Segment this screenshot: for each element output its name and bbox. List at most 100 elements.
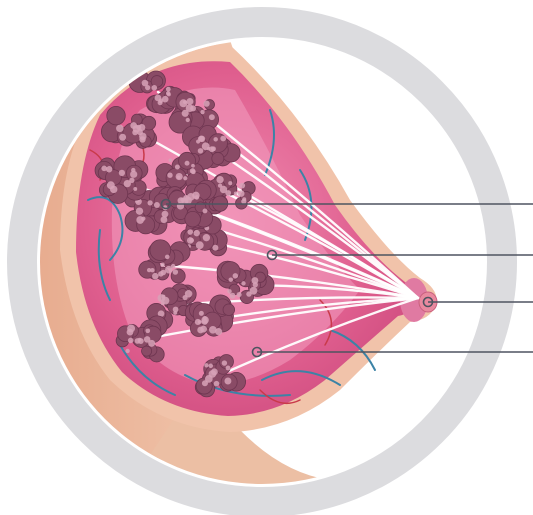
lobule-highlight [183,176,187,180]
lobule-highlight [200,110,204,114]
lobule-highlight [139,136,145,142]
lobule-highlight [142,80,149,87]
lobule-highlight [167,173,172,178]
lobule-bubble [185,211,201,227]
lobule-highlight [145,328,150,333]
lobule-highlight [225,190,231,196]
lobule-highlight [144,336,151,343]
lobule-highlight [165,255,170,260]
lobule-highlight [226,366,231,371]
lobule-bubble [142,346,152,356]
lobule-highlight [229,293,235,299]
lobule-highlight [165,266,173,274]
lobule-highlight [154,202,160,208]
lobule-highlight [128,338,134,344]
lobule-highlight [175,165,180,170]
lobule-highlight [136,216,144,224]
lobule-highlight [110,186,117,193]
lobule-highlight [216,176,223,183]
lobule-highlight [194,230,200,236]
lobule-highlight [203,100,209,106]
lobule-highlight [203,234,210,241]
lobule-highlight [201,316,208,323]
lobule-highlight [222,360,227,365]
lobule-highlight [135,338,141,344]
lobule-highlight [229,277,234,282]
lobule-highlight [213,137,217,141]
lobule-highlight [160,262,165,267]
lobule-highlight [177,176,181,180]
lobule-bubble [212,153,224,165]
lobule-bubble [107,106,125,124]
lobule-highlight [239,183,245,189]
lobule-highlight [169,158,173,162]
lobule-highlight [152,273,158,279]
lobule-highlight [186,118,190,122]
lobule-highlight [228,181,232,185]
lobule-highlight [211,146,216,151]
lobule-highlight [191,169,196,174]
lobule-highlight [233,273,238,278]
lobule-highlight [250,287,258,295]
lobule-highlight [186,98,193,105]
lobule-highlight [167,92,171,96]
lobule-highlight [238,190,245,197]
lobule-highlight [196,241,204,249]
lobule-highlight [207,147,211,151]
lobule-highlight [127,325,135,333]
lobule-highlight [190,105,196,111]
lobule-highlight [227,289,232,294]
lobule-highlight [155,95,162,102]
lobule-highlight [203,208,208,213]
lobule-highlight [129,178,134,183]
lobule-highlight [162,211,169,218]
lobule-highlight [161,270,167,276]
lobule-highlight [187,237,194,244]
lobule-highlight [195,319,201,325]
lobule-highlight [214,381,220,387]
lobule-highlight [204,363,208,367]
lobule-highlight [130,171,137,178]
lobule-highlight [133,187,137,191]
lobule-highlight [220,136,226,142]
lobule-highlight [182,110,189,117]
lobule-highlight [161,295,165,299]
lobule-highlight [183,100,187,104]
lobule-highlight [209,114,215,120]
lobule-highlight [182,295,187,300]
lobule-highlight [151,85,157,91]
lobule-highlight [209,326,217,334]
lobule-highlight [211,368,218,375]
lobule-highlight [116,125,124,133]
lobule-highlight [234,192,238,196]
lobule-highlight [208,364,213,369]
lobule-highlight [224,378,231,385]
lobule-highlight [197,327,204,334]
lobule-highlight [191,164,195,168]
lobule-highlight [241,281,245,285]
lobule-highlight [199,311,204,316]
lobule-highlight [162,96,169,103]
lobule-highlight [136,207,143,214]
lobule-highlight [187,229,193,235]
lobule-highlight [125,349,129,353]
lobule-highlight [237,292,242,297]
lobule-highlight [192,192,200,200]
lobule-highlight [212,245,218,251]
lobule-highlight [199,136,205,142]
lobule-highlight [119,134,126,141]
lobule-highlight [202,380,208,386]
lobule-cluster [95,156,148,204]
lobule-highlight [147,200,152,205]
lobule-highlight [166,87,171,92]
lobule-highlight [173,269,178,274]
lobule-highlight [147,268,151,272]
lobule-highlight [106,166,112,172]
lobule-highlight [253,282,258,287]
lobule-highlight [173,307,179,313]
lobule-highlight [198,148,203,153]
lobule-highlight [138,124,145,131]
lobule-bubble [223,304,235,316]
